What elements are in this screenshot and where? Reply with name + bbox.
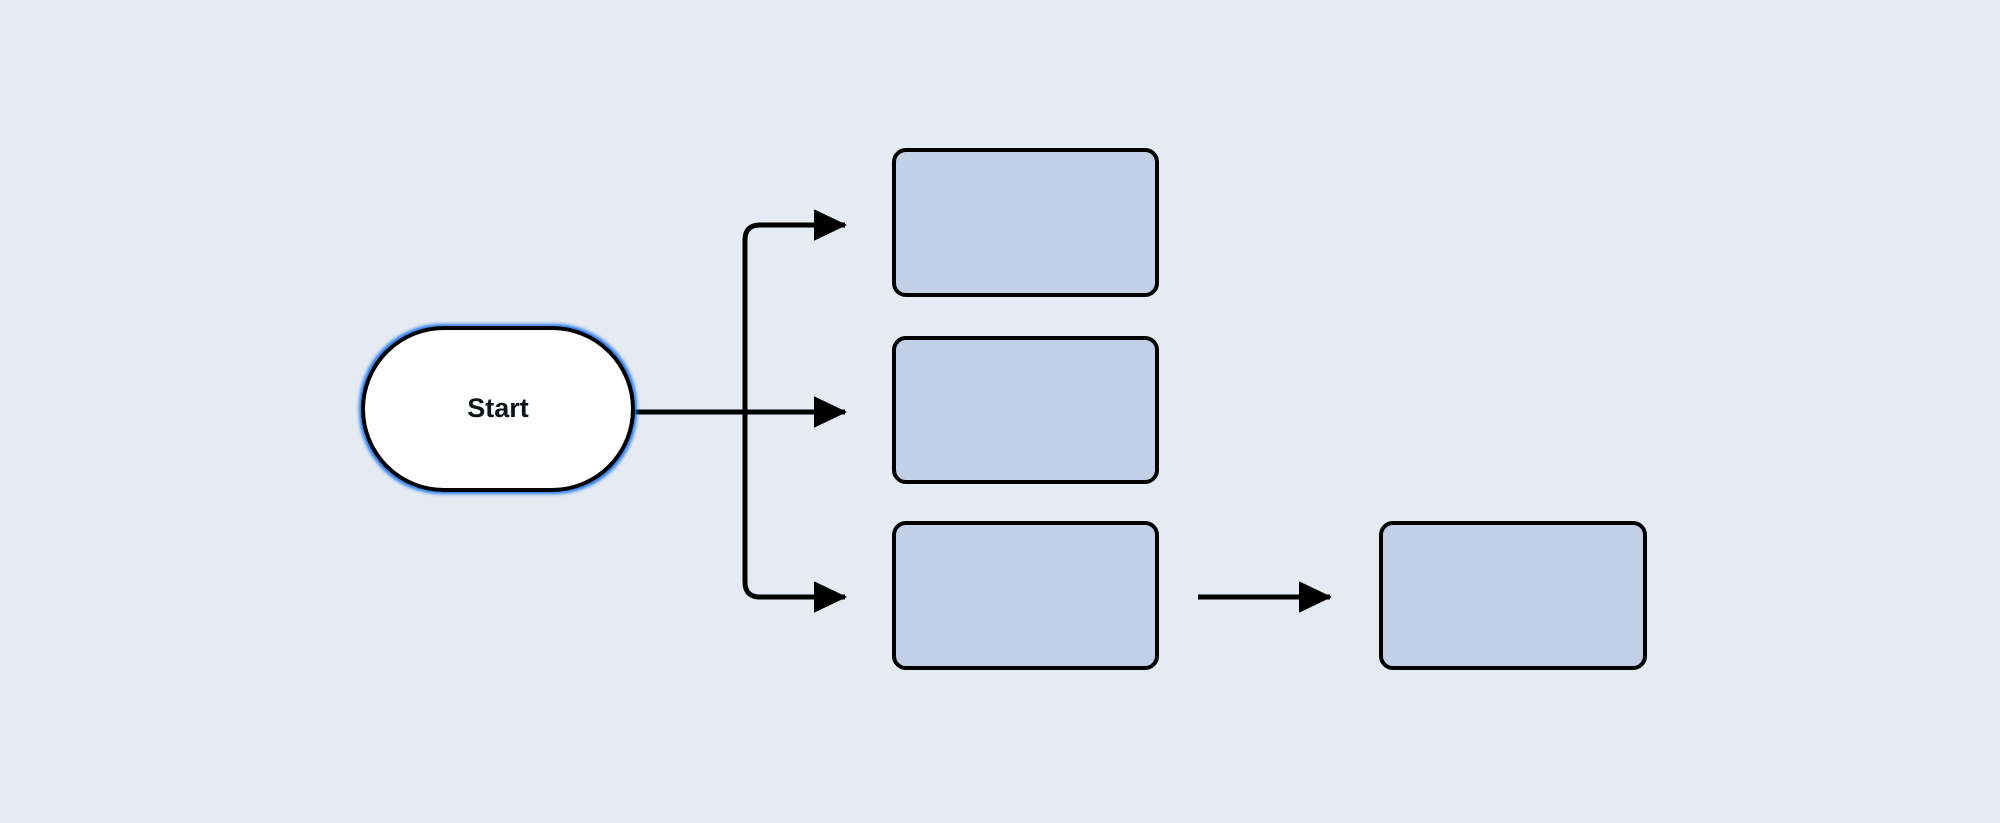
node-start-label: Start (467, 393, 529, 423)
node-box-1-shape[interactable] (892, 148, 1159, 297)
node-box-1[interactable] (892, 148, 1159, 297)
node-box-3-shape[interactable] (892, 521, 1159, 670)
node-layer: Start (361, 148, 1647, 670)
node-box-4[interactable] (1379, 521, 1647, 670)
node-start-shape[interactable] (361, 326, 635, 492)
node-box-2[interactable] (892, 336, 1159, 484)
node-box-2-shape[interactable] (892, 336, 1159, 484)
edge-start-to-box-3[interactable] (742, 412, 848, 613)
node-start[interactable]: Start (361, 326, 635, 492)
connector-layer (633, 209, 1333, 613)
node-box-3[interactable] (892, 521, 1159, 670)
edge-start-to-box-1[interactable] (742, 209, 848, 412)
node-box-4-shape[interactable] (1379, 521, 1647, 670)
